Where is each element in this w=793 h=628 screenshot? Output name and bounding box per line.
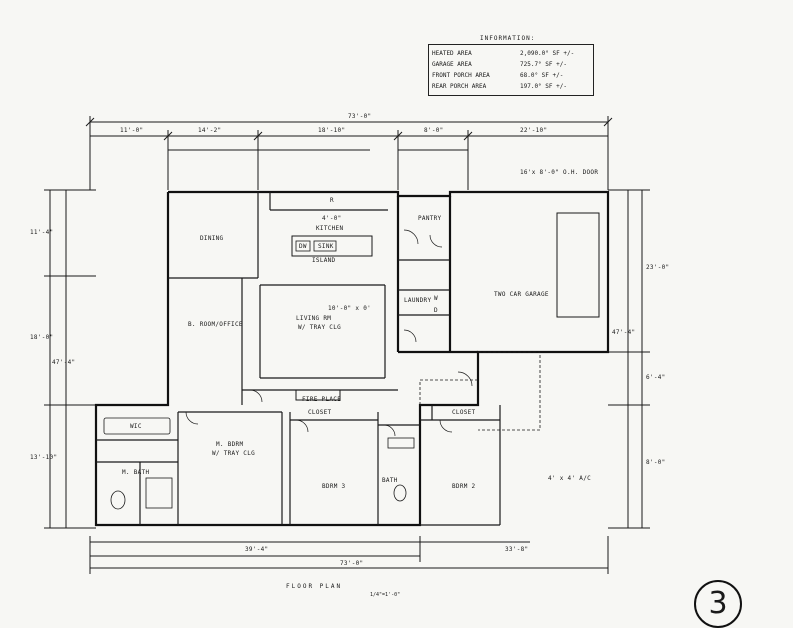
closet-a-label: CLOSET [308, 409, 332, 416]
dim-top-seg-1: 11'-0" [120, 127, 144, 134]
information-title: INFORMATION: [480, 35, 536, 42]
living-size-note: 10'-0" x 0' [328, 305, 372, 312]
refrigerator-label: R [330, 197, 334, 204]
room-master-bath: M. BATH [122, 469, 150, 476]
room-bath: BATH [382, 477, 398, 484]
room-laundry: LAUNDRY [404, 297, 432, 304]
info-garage-value: 725.7° SF +/- [520, 61, 567, 68]
room-kitchen: KITCHEN [316, 225, 344, 232]
info-rear-porch-label: REAR PORCH AREA [432, 83, 487, 90]
info-garage-label: GARAGE AREA [432, 61, 472, 68]
dim-right-seg-1: 23'-0" [646, 264, 670, 271]
kitchen-size-note: 4'-0" [322, 215, 342, 222]
info-front-porch-value: 68.0° SF +/- [520, 72, 564, 79]
dim-bottom-sub: 39'-4" [245, 546, 269, 553]
washer-label: W [434, 295, 438, 302]
dim-left-overall: 47'-4" [52, 359, 76, 366]
room-master-bedroom: M. BDRM [216, 441, 244, 448]
dryer-label: D [434, 307, 438, 314]
dim-right-seg-3: 6'-4" [646, 374, 666, 381]
plan-title: FLOOR PLAN [286, 583, 343, 590]
room-bedroom-2: BDRM 2 [452, 483, 476, 490]
room-garage: TWO CAR GARAGE [494, 291, 549, 298]
plan-scale: 1/4"=1'-0" [370, 592, 401, 598]
dim-right-overall: 47'-4" [612, 329, 636, 336]
fireplace-label: FIRE PLACE [302, 396, 342, 403]
garage-door-note: 16'x 8'-0" O.H. DOOR [520, 169, 599, 176]
closet-b-label: CLOSET [452, 409, 476, 416]
dishwasher-label: DW [299, 243, 307, 250]
room-dining: DINING [200, 235, 224, 242]
room-pantry: PANTRY [418, 215, 442, 222]
ac-pad-note: 4' x 4' A/C [548, 475, 592, 482]
master-ceiling-note: W/ TRAY CLG [212, 450, 256, 457]
living-ceiling-note: W/ TRAY CLG [298, 324, 342, 331]
dim-left-seg-3: 13'-10" [30, 454, 58, 461]
dim-top-seg-4: 8'-0" [424, 127, 444, 134]
dim-overall-top: 73'-0" [348, 113, 372, 120]
info-heated-value: 2,090.0° SF +/- [520, 50, 575, 57]
dim-bottom-sub-right: 33'-8" [505, 546, 529, 553]
info-rear-porch-value: 197.0° SF +/- [520, 83, 567, 90]
sheet-number: 3 [694, 580, 742, 628]
info-front-porch-label: FRONT PORCH AREA [432, 72, 490, 79]
room-walk-in-closet: WIC [130, 423, 142, 430]
dim-left-seg-2: 18'-0" [30, 334, 54, 341]
room-bedroom-3: BDRM 3 [322, 483, 346, 490]
dim-top-seg-2: 14'-2" [198, 127, 222, 134]
info-heated-label: HEATED AREA [432, 50, 472, 57]
dim-overall-bottom: 73'-0" [340, 560, 364, 567]
island-label: ISLAND [312, 257, 336, 264]
room-bedroom-office: B. ROOM/OFFICE [188, 321, 243, 328]
information-box [428, 44, 594, 96]
room-living: LIVING RM [296, 315, 332, 322]
dim-top-seg-5: 22'-10" [520, 127, 548, 134]
sink-label: SINK [318, 243, 334, 250]
dim-left-seg-1: 11'-4" [30, 229, 54, 236]
dim-right-seg-4: 8'-0" [646, 459, 666, 466]
dim-top-seg-3: 18'-10" [318, 127, 346, 134]
